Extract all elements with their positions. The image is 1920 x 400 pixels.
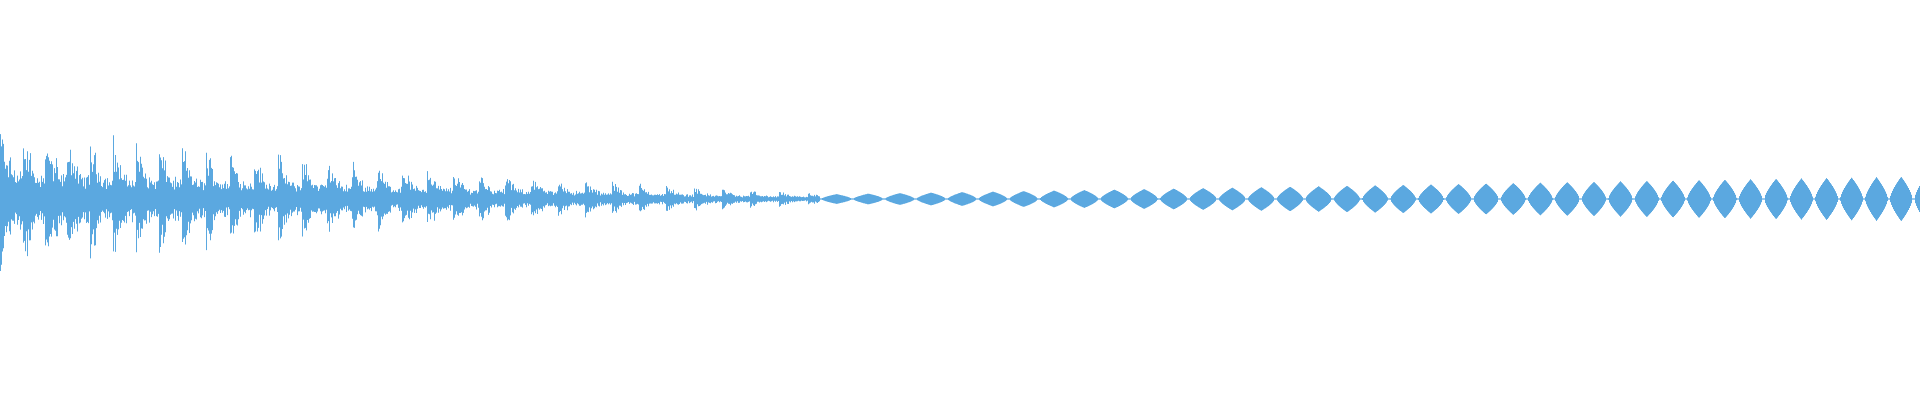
- waveform-bars: [0, 134, 1920, 271]
- waveform-path: [0, 134, 1920, 271]
